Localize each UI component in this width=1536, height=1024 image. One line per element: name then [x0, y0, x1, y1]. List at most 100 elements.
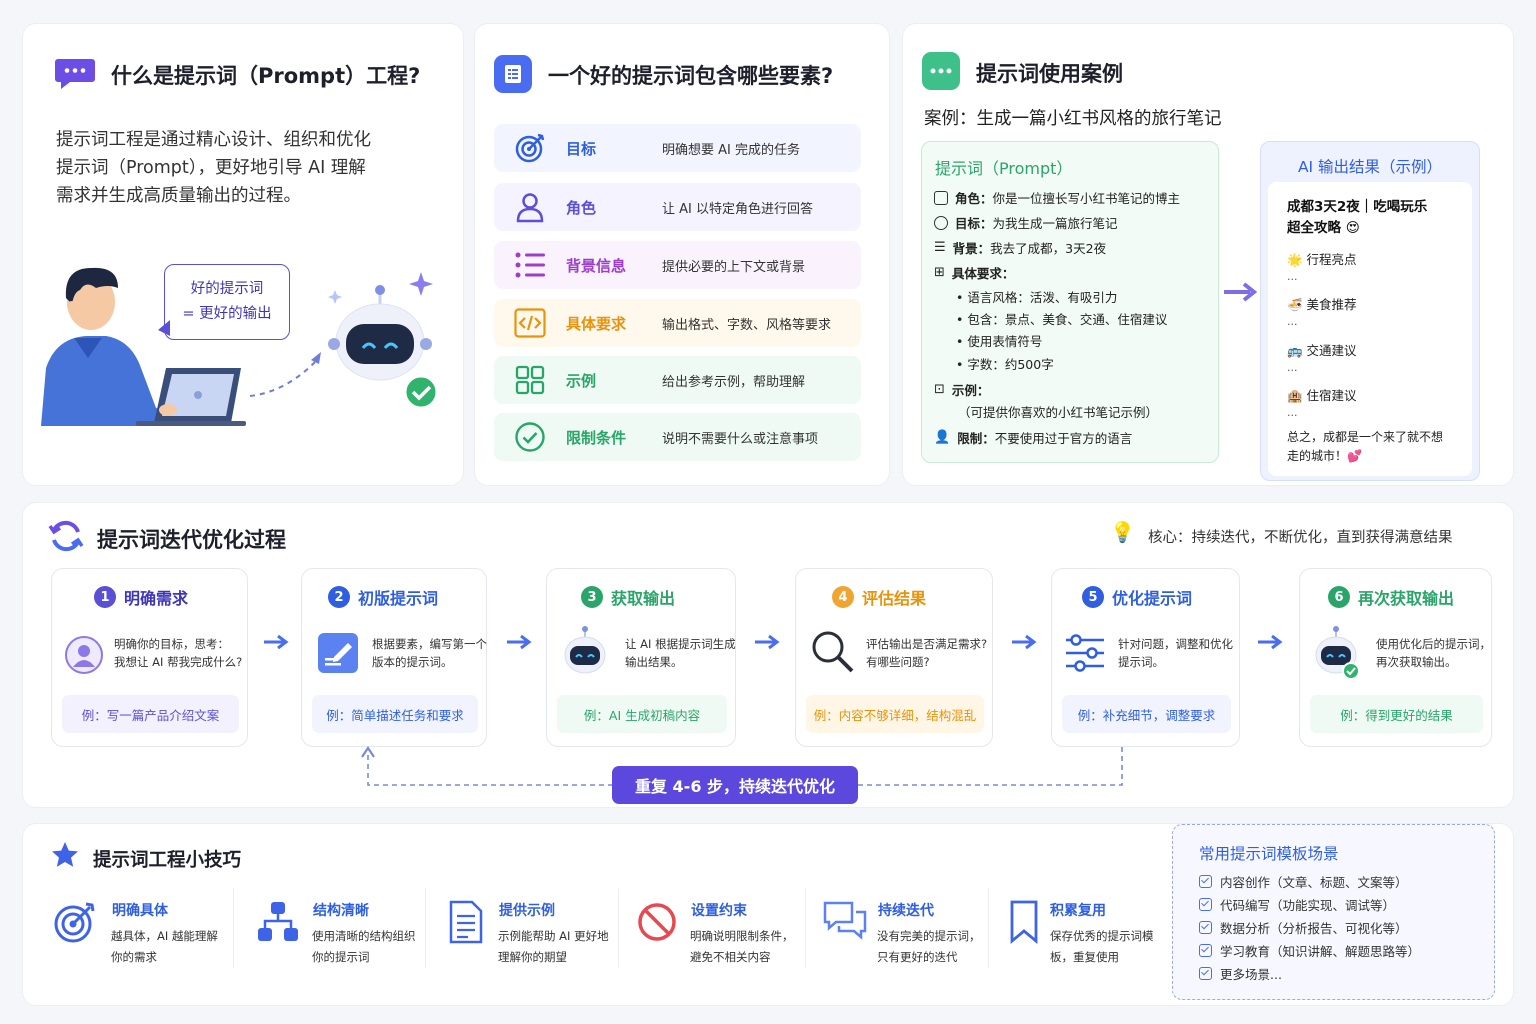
what-is-title: 什么是提示词（Prompt）工程? [111, 64, 421, 88]
prompt-box-title: 提示词（Prompt） [935, 159, 1073, 178]
code-icon [494, 308, 566, 338]
chat-dots-icon [922, 52, 960, 90]
prompt-role: 角色：你是一位擅长写小红书笔记的博主 [934, 188, 1180, 207]
prompt-req-item: • 使用表情符号 [956, 334, 1043, 349]
chat-bubble-icon [54, 55, 96, 91]
checkbox-icon [1199, 921, 1212, 934]
element-row-example: 示例 给出参考示例，帮助理解 [494, 356, 861, 404]
loop-label-badge: 重复 4-6 步，持续迭代优化 [612, 766, 858, 804]
case-subtitle: 案例：生成一篇小红书风格的旅行笔记 [924, 109, 1222, 129]
template-item: 代码编写（功能实现、调试等） [1199, 895, 1395, 914]
element-row-goal: 目标 明确想要 AI 完成的任务 [494, 124, 861, 172]
chat-bubbles-icon [822, 900, 868, 942]
result-line: 🌟 行程亮点 [1287, 252, 1357, 267]
result-line: 🏨 住宿建议 [1287, 388, 1357, 403]
grid-icon [494, 365, 566, 395]
star-icon [50, 840, 80, 874]
calendar-user-icon [934, 190, 948, 205]
element-row-background: 背景信息 提供必要的上下文或背景 [494, 241, 861, 289]
prompt-req-item: • 字数：约500字 [956, 357, 1054, 372]
hierarchy-icon [256, 900, 300, 944]
robot-illustration [245, 262, 445, 412]
template-item: 内容创作（文章、标题、文案等） [1199, 872, 1408, 891]
checkbox-icon [1199, 898, 1212, 911]
divider [233, 888, 234, 968]
element-row-role: 角色 让 AI 以特定角色进行回答 [494, 183, 861, 231]
right-arrow-icon [1222, 280, 1258, 304]
checkbox-icon [1199, 875, 1212, 888]
result-ending: 总之，成都是一个来了就不想走的城市！💕 [1287, 430, 1444, 463]
user-avatar-icon [64, 635, 104, 675]
check-circle-icon [494, 421, 566, 453]
list-icon [494, 250, 566, 280]
refresh-icon [48, 518, 84, 554]
element-row-constraints: 限制条件 说明不需要什么或注意事项 [494, 413, 861, 461]
target-arrow-icon [52, 900, 98, 946]
step-arrow-icon [262, 632, 290, 656]
sliders-icon [1064, 633, 1106, 673]
prompt-example-value: （可提供你喜欢的小红书笔记示例） [958, 405, 1159, 420]
edit-document-icon [316, 631, 360, 675]
divider [805, 888, 806, 968]
result-dots: ... [1287, 361, 1298, 374]
result-headline: 成都3天2夜｜吃喝玩乐超全攻略 😍 [1287, 199, 1428, 236]
user-small-icon: 👤 [934, 430, 951, 445]
step-arrow-icon [505, 632, 533, 656]
iteration-title: 提示词迭代优化过程 [97, 528, 286, 552]
grid-small-icon: ⊞ [934, 265, 945, 280]
magnifier-icon [810, 629, 856, 675]
result-inner [1268, 182, 1472, 476]
document-lines-icon [448, 900, 484, 944]
robot-check-icon [1312, 625, 1362, 681]
target-small-icon [934, 215, 948, 230]
template-item: 更多场景... [1199, 964, 1282, 983]
speech-bubble: 好的提示词= 更好的输出 [164, 264, 290, 340]
result-line: 🚌 交通建议 [1287, 343, 1357, 358]
prohibited-icon [637, 902, 677, 942]
list-small-icon: ☰ [934, 240, 946, 255]
robot-icon [561, 625, 609, 677]
result-dots: ... [1287, 406, 1298, 419]
templates-title: 常用提示词模板场景 [1199, 845, 1339, 863]
prompt-req-item: • 语言风格：活泼、有吸引力 [956, 290, 1118, 305]
result-box-title: AI 输出结果（示例） [1297, 158, 1443, 176]
prompt-example: ⊡示例： [934, 382, 990, 398]
what-is-desc: 提示词工程是通过精心设计、组织和优化提示词（Prompt），更好地引导 AI 理… [56, 130, 371, 206]
result-line: 🍜 美食推荐 [1287, 297, 1357, 312]
template-item: 数据分析（分析报告、可视化等） [1199, 918, 1408, 937]
target-icon [494, 132, 566, 164]
prompt-box [921, 141, 1219, 463]
element-row-requirements: 具体要求 输出格式、字数、风格等要求 [494, 299, 861, 347]
step-arrow-icon [1010, 632, 1038, 656]
loop-connector [360, 745, 1130, 795]
use-case-title: 提示词使用案例 [976, 62, 1123, 86]
template-item: 学习教育（知识讲解、解题思路等） [1199, 941, 1420, 960]
result-dots: ... [1287, 270, 1298, 283]
prompt-goal: 目标：为我生成一篇旅行笔记 [934, 213, 1118, 232]
document-icon [494, 55, 532, 93]
prompt-req-item: • 包含：景点、美食、交通、住宿建议 [956, 312, 1168, 327]
iteration-card [22, 502, 1514, 808]
step-arrow-icon [1256, 632, 1284, 656]
divider [988, 888, 989, 968]
elements-title: 一个好的提示词包含哪些要素? [548, 64, 834, 88]
prompt-requirements: ⊞具体要求： [934, 265, 1015, 281]
prompt-background: ☰背景：我去了成都，3天2夜 [934, 240, 1107, 256]
checkbox-icon [1199, 944, 1212, 957]
user-icon [494, 191, 566, 223]
divider [618, 888, 619, 968]
divider [425, 888, 426, 968]
core-note: 核心：持续迭代，不断优化，直到获得满意结果 [1148, 530, 1453, 546]
tips-title: 提示词工程小技巧 [93, 850, 242, 871]
bookmark-icon [1008, 900, 1040, 944]
person-laptop-illustration [36, 258, 256, 428]
lightbulb-icon: 💡 [1110, 520, 1135, 544]
speech-bubble-tail [158, 320, 170, 336]
checkbox-icon [1199, 967, 1212, 980]
